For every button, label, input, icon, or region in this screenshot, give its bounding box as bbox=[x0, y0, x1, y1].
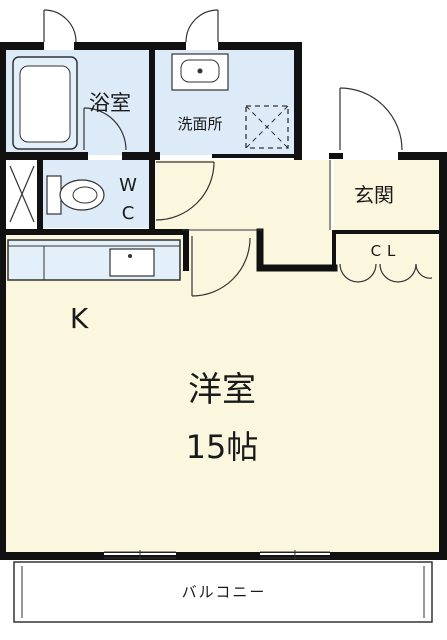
bath-label: 浴室 bbox=[89, 91, 131, 115]
hall-floor bbox=[154, 160, 332, 230]
western-room-size: 15帖 bbox=[186, 428, 259, 466]
doors bbox=[43, 9, 433, 297]
main-room-upper-floor bbox=[182, 230, 262, 270]
fixtures bbox=[7, 53, 289, 281]
walls bbox=[0, 42, 447, 560]
wc-label-w: W bbox=[119, 175, 137, 196]
entrance-label: 玄関 bbox=[354, 183, 394, 207]
thin-lines bbox=[182, 160, 331, 231]
kitchen-label: K bbox=[70, 302, 89, 335]
washing-machine-space bbox=[245, 105, 289, 149]
room-labels: 浴室 洗面所 W C 玄関 CL K 洋室 15帖 バルコニー bbox=[70, 91, 402, 601]
western-room-label: 洋室 bbox=[188, 370, 256, 410]
storage-shelf bbox=[9, 165, 35, 223]
entrance-floor bbox=[334, 160, 440, 230]
balcony-area bbox=[13, 561, 433, 623]
toilet bbox=[46, 175, 105, 215]
balcony-label: バルコニー bbox=[182, 583, 267, 601]
floor-fills bbox=[6, 50, 440, 554]
kitchen-sink bbox=[109, 248, 155, 277]
closet-label: CL bbox=[371, 242, 402, 260]
wc-label-c: C bbox=[122, 203, 135, 224]
washroom-label: 洗面所 bbox=[177, 115, 222, 133]
